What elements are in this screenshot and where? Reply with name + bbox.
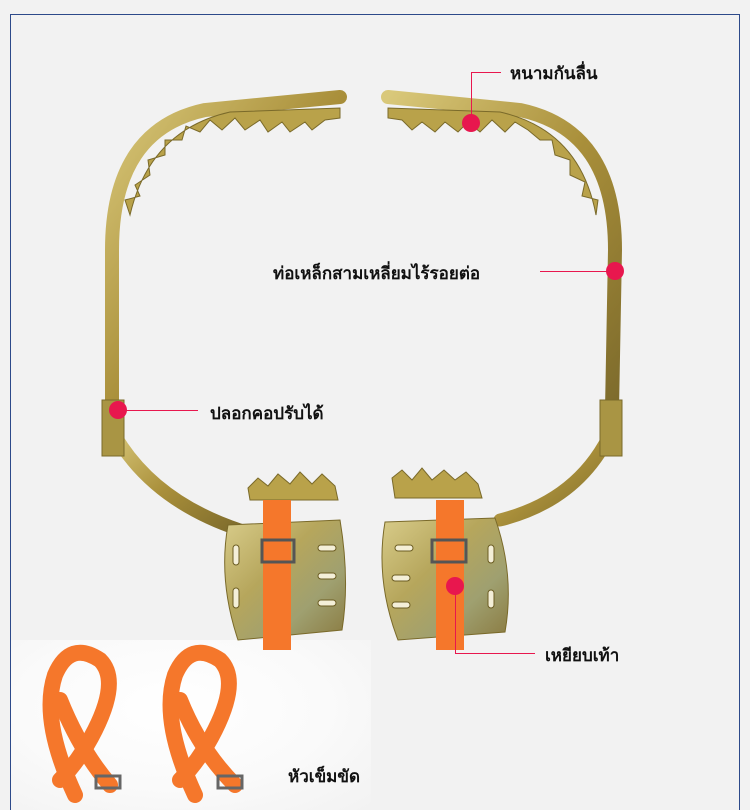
frame-border-top	[10, 14, 740, 15]
callout-dot-pedal	[446, 577, 464, 595]
callout-line-pedal-v	[455, 594, 456, 654]
callout-line-steel-pipe	[540, 271, 612, 272]
left-hook-arm	[101, 90, 347, 537]
callout-line-jaw-guard-v	[471, 72, 472, 116]
callout-dot-steel-pipe	[606, 262, 624, 280]
right-hook-arm	[381, 90, 623, 527]
callout-dot-jaw-guard	[462, 114, 480, 132]
callout-label-jaw-guard: หนามกันลื่น	[510, 64, 598, 83]
callout-dot-collar	[109, 401, 127, 419]
callout-label-buckle: หัวเข็มขัด	[288, 767, 361, 786]
callout-line-pedal-h	[455, 653, 535, 654]
callout-label-steel-pipe: ท่อเหล็กสามเหลี่ยมไร้รอยต่อ	[273, 264, 481, 283]
left-jaw-teeth	[124, 107, 341, 217]
left-pedal	[224, 471, 347, 650]
frame-border-left	[10, 14, 11, 810]
callout-line-jaw-guard-h	[471, 72, 501, 73]
right-pedal	[381, 467, 509, 650]
frame-border-right	[739, 14, 740, 810]
right-jaw-teeth	[387, 107, 599, 216]
callout-line-collar	[126, 410, 198, 411]
strap-loop-left	[42, 644, 122, 803]
callout-label-pedal: เหยียบเท้า	[545, 646, 620, 665]
strap-loop-right	[162, 644, 244, 803]
callout-label-collar: ปลอกคอปรับได้	[210, 404, 324, 423]
